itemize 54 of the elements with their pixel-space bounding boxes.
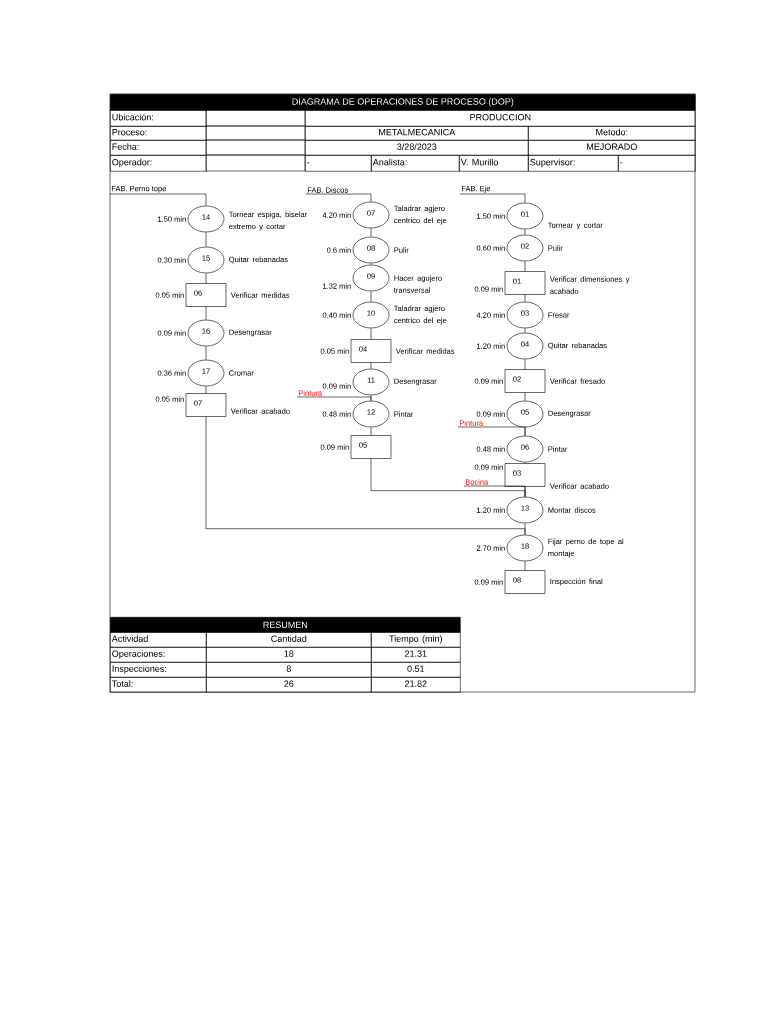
connector-line: [305, 193, 372, 202]
connector-line: [457, 426, 526, 436]
table-cell: Actividad: [110, 632, 207, 648]
table-cell: MEJORADO: [528, 140, 696, 156]
table-cell: 21.31: [371, 647, 461, 663]
table-cell: Supervisor:: [528, 155, 619, 172]
connector-line: [370, 458, 526, 497]
connector-line: [370, 291, 372, 302]
connector-line: [370, 362, 372, 369]
table-cell: Proceso:: [110, 126, 207, 141]
table-cell: 8: [206, 662, 372, 678]
table-cell: 18: [206, 647, 372, 663]
connector-line: [524, 561, 526, 571]
table-cell: PRODUCCION: [305, 110, 696, 127]
table-cell: 21.82: [371, 677, 461, 693]
table-cell: Operaciones:: [110, 647, 207, 663]
title-bar: RESUMEN: [110, 617, 461, 633]
connector-line: [205, 273, 207, 284]
connector-line: [370, 228, 372, 237]
table-cell: Analista:: [371, 155, 460, 172]
connector-line: [205, 386, 207, 394]
table-cell: -: [305, 155, 372, 172]
connector-line: [459, 193, 526, 203]
table-cell: Metodo:: [528, 126, 696, 141]
connector-line: [524, 294, 526, 302]
connector-line: [524, 261, 526, 272]
table-cell: Operador:: [110, 155, 207, 172]
table-cell: METALMECANICA: [305, 126, 529, 141]
table-cell: 3/28/2023: [305, 140, 529, 156]
connector-line: [524, 392, 526, 401]
connector-line: [370, 263, 372, 265]
connector-line: [524, 229, 526, 235]
table-cell: Inspecciones:: [110, 662, 207, 678]
connector-line: [205, 346, 207, 360]
connector-line: [524, 328, 526, 333]
table-cell: V. Murillo: [459, 155, 529, 172]
connector-line: [370, 328, 372, 340]
table-cell: Fecha:: [110, 140, 207, 156]
connector-line: [370, 427, 372, 436]
connector-line: [296, 396, 372, 401]
connector-line: [524, 462, 526, 464]
table-cell: Tiempo (min): [371, 632, 461, 648]
connector-line: [205, 232, 207, 247]
table-cell: 0.51: [371, 662, 461, 678]
connector-line: [205, 306, 207, 320]
connector-line: [524, 359, 526, 370]
table-cell: Cantidad: [206, 632, 372, 648]
connector-line: [109, 193, 207, 206]
table-cell: Ubicación:: [110, 110, 207, 127]
connector-line: [205, 416, 526, 535]
table-cell: -: [618, 155, 696, 172]
title-bar: DIAGRAMA DE OPERACIONES DE PROCESO (DOP): [110, 94, 696, 111]
table-cell: 26: [206, 677, 372, 693]
table-cell: Total:: [110, 677, 207, 693]
